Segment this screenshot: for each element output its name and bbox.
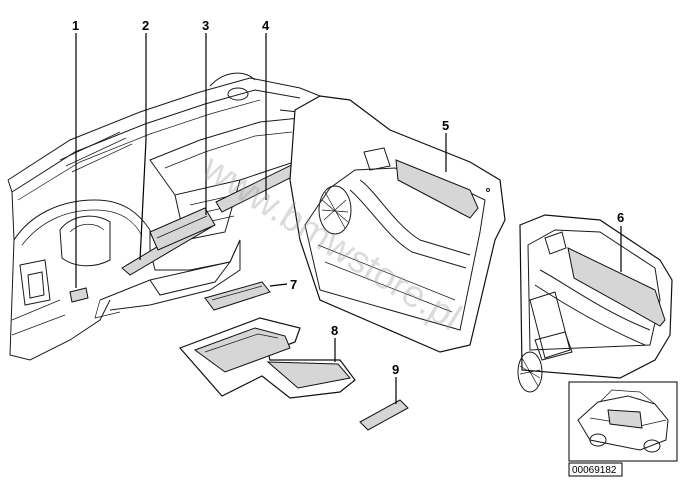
callout-9: 9 <box>392 362 399 377</box>
callout-2: 2 <box>142 18 149 33</box>
callout-4: 4 <box>262 18 270 33</box>
part-8-console-trim <box>178 317 356 399</box>
front-door-illustration <box>289 95 506 353</box>
part-3-trim-panel <box>149 207 216 251</box>
callout-1: 1 <box>72 18 79 33</box>
vehicle-thumbnail <box>568 381 678 462</box>
part-1-trim <box>69 287 89 303</box>
image-code-text: 00069182 <box>572 465 617 476</box>
image-code-label: 00069182 <box>568 462 623 477</box>
part-5-door-trim <box>395 159 479 219</box>
part-9-trim <box>359 399 409 431</box>
part-7-trim <box>204 281 271 311</box>
callout-5: 5 <box>442 118 449 133</box>
leader-lines <box>75 33 622 404</box>
callout-7: 7 <box>290 277 297 292</box>
callout-6: 6 <box>617 210 624 225</box>
part-6-door-trim <box>567 247 666 327</box>
rear-door-illustration <box>517 214 673 393</box>
callout-8: 8 <box>331 323 338 338</box>
callout-3: 3 <box>202 18 209 33</box>
